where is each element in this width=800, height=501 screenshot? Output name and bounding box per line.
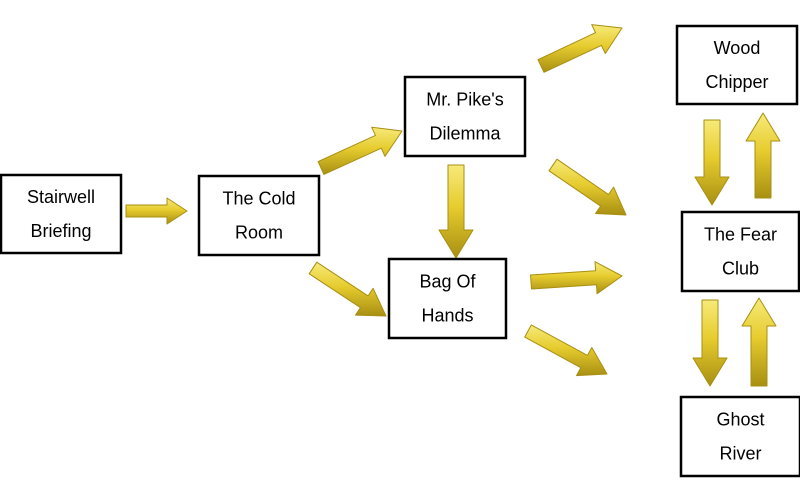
node-box xyxy=(680,210,800,293)
node-box xyxy=(0,173,123,255)
node-box xyxy=(387,257,508,340)
node-label-line: Hands xyxy=(421,306,473,326)
node-label-line: Dilemma xyxy=(429,124,501,144)
node-label-line: Bag Of xyxy=(419,272,476,292)
arrow-cold-room-to-mr-pike xyxy=(317,126,403,175)
node-label-line: Chipper xyxy=(705,72,768,92)
arrows-layer xyxy=(125,24,781,387)
node-label-line: Wood xyxy=(714,38,761,58)
node-label-line: Club xyxy=(722,259,759,279)
arrow-fear-club-to-wood-chipper xyxy=(745,112,781,199)
arrow-mr-pike-to-wood-chipper xyxy=(537,24,623,73)
node-label-line: Ghost xyxy=(716,410,764,430)
node-box xyxy=(403,75,527,158)
node-box xyxy=(675,24,799,106)
arrow-wood-chipper-to-fear-club xyxy=(694,119,730,206)
node-label-line: The Cold xyxy=(222,189,295,209)
arrow-cold-room-to-bag-of-hands xyxy=(308,261,387,317)
node-label-line: Mr. Pike's xyxy=(426,90,503,110)
node-label-line: River xyxy=(719,444,761,464)
arrow-bag-of-hands-to-fear-club xyxy=(530,261,623,295)
node-label-line: Briefing xyxy=(30,221,91,241)
node-bag-of-hands: Bag Of Hands xyxy=(387,257,508,340)
arrow-fear-club-to-ghost-river xyxy=(692,299,728,387)
node-box xyxy=(679,395,800,478)
arrow-bag-of-hands-to-ghost-river xyxy=(524,324,608,377)
arrow-ghost-river-to-fear-club xyxy=(741,297,777,387)
node-box xyxy=(197,174,321,257)
arrow-mr-pike-to-bag-of-hands xyxy=(438,164,474,259)
node-label-line: The Fear xyxy=(704,225,777,245)
node-label-line: Room xyxy=(235,223,283,243)
arrow-stairwell-to-cold-room xyxy=(125,197,188,225)
arrow-mr-pike-to-fear-club xyxy=(548,158,627,216)
node-label-line: Stairwell xyxy=(27,187,95,207)
